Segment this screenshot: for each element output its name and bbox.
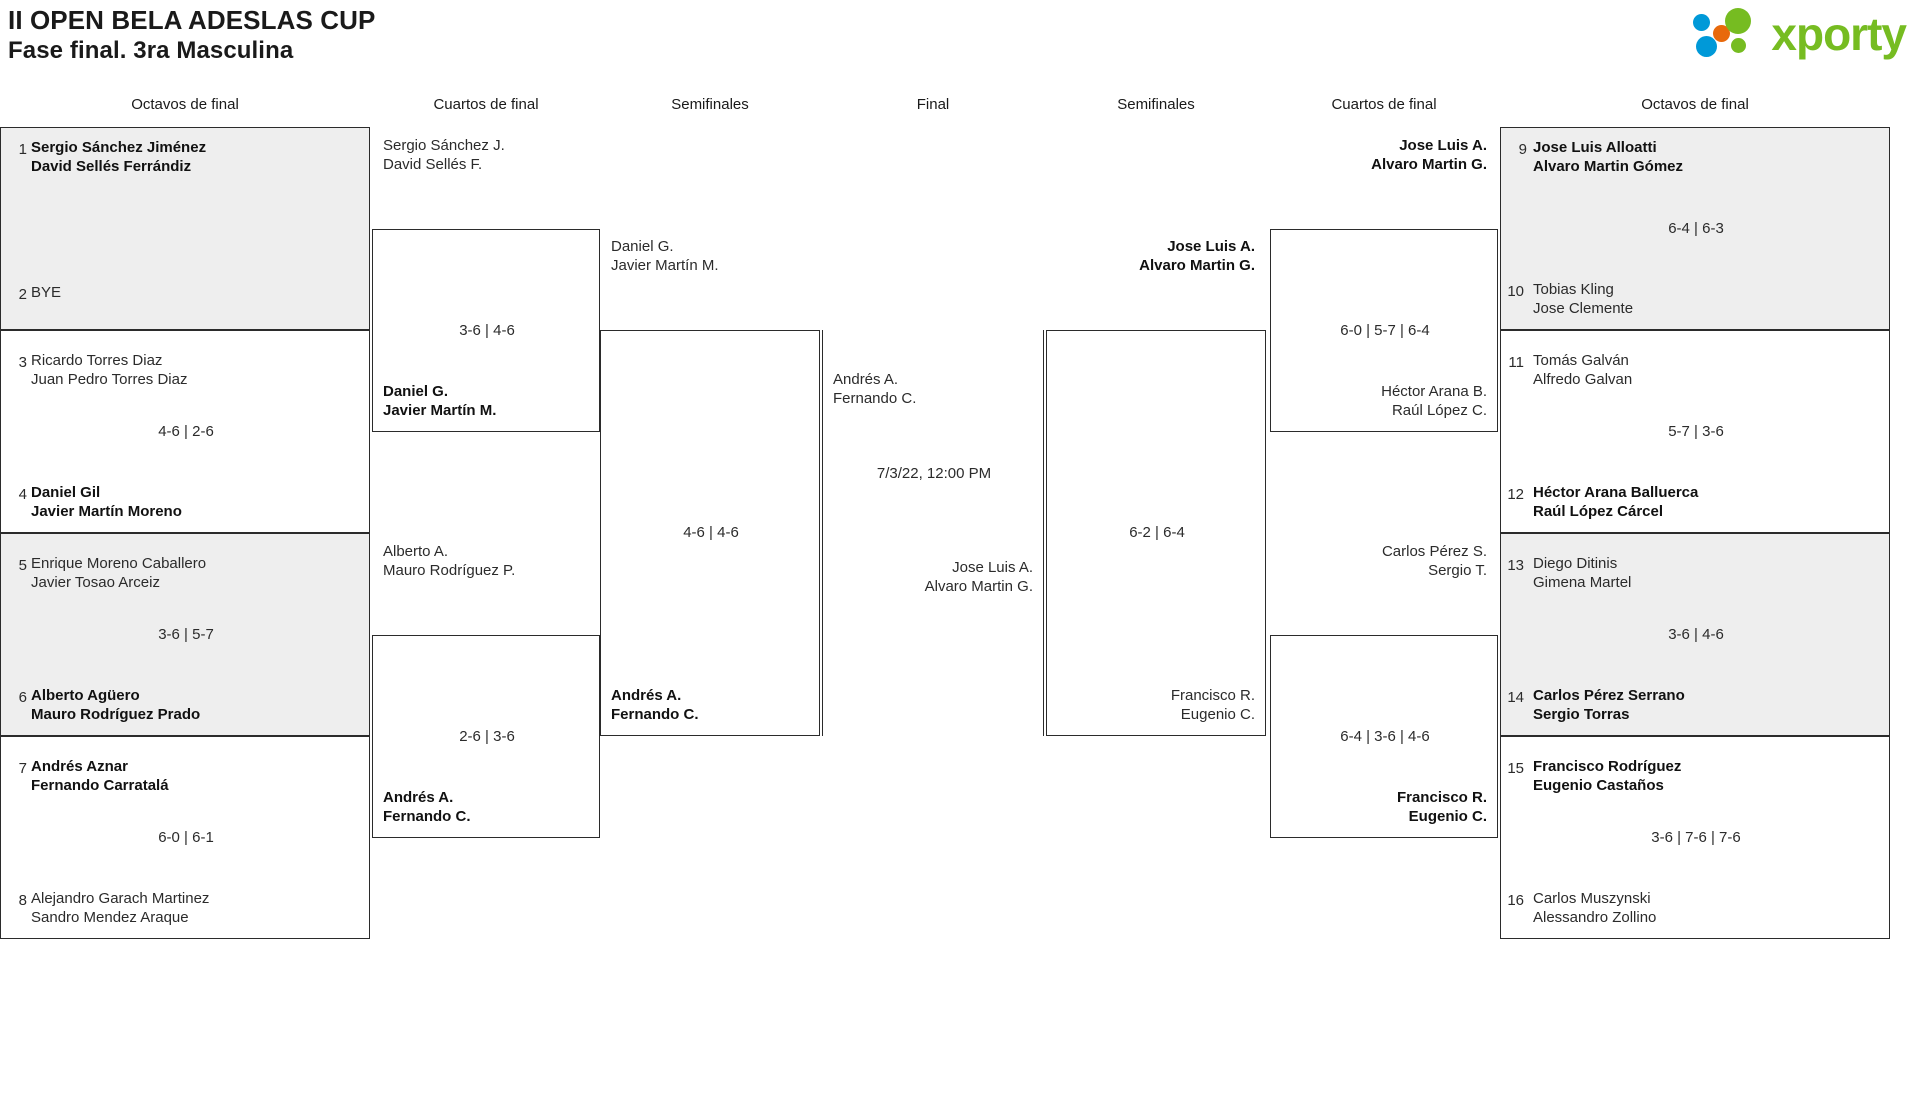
team-name: Daniel G.Javier Martín M. <box>611 238 719 274</box>
logo-dots-icon <box>1693 8 1767 60</box>
round-header-final: Final <box>916 96 950 113</box>
seed-number: 8 <box>18 892 27 909</box>
match-score: 6-0 | 5-7 | 6-4 <box>1340 322 1430 339</box>
logo-wordmark: xporty <box>1771 8 1907 60</box>
round-header-octavos-right: Octavos de final <box>1641 96 1749 113</box>
seed-number: 15 <box>1507 760 1524 777</box>
round-header-cuartos-right: Cuartos de final <box>1331 96 1437 113</box>
team-name: Carlos Pérez S.Sergio T. <box>1381 543 1487 579</box>
team-name: Jose Luis A.Alvaro Martin G. <box>1139 238 1255 274</box>
round-header-semis-left: Semifinales <box>671 96 749 113</box>
team-name: Daniel G.Javier Martín M. <box>383 383 497 419</box>
match-score: 3-6 | 4-6 <box>1668 626 1724 643</box>
seed-number: 1 <box>18 141 27 158</box>
seed-number: 4 <box>18 486 27 503</box>
match-box-cuartos-right-1[interactable]: Jose Luis A.Alvaro Martin G. 6-0 | 5-7 |… <box>1270 137 1498 432</box>
page-title: II OPEN BELA ADESLAS CUP Fase final. 3ra… <box>8 4 375 66</box>
match-score: 4-6 | 4-6 <box>683 524 739 541</box>
seed-number: 6 <box>18 689 27 706</box>
seed-number: 5 <box>18 557 27 574</box>
seed-number: 12 <box>1507 486 1524 503</box>
seed-number: 2 <box>18 286 27 303</box>
match-box-cuartos-right-2[interactable]: Carlos Pérez S.Sergio T. 6-4 | 3-6 | 4-6… <box>1270 543 1498 838</box>
team-name: Jose Luis A.Alvaro Martin G. <box>1371 137 1487 173</box>
match-score: 5-7 | 3-6 <box>1668 423 1724 440</box>
seed-number: 13 <box>1507 557 1524 574</box>
match-score: 2-6 | 3-6 <box>459 728 515 745</box>
match-score: 6-0 | 6-1 <box>158 829 214 846</box>
match-score: 4-6 | 2-6 <box>158 423 214 440</box>
team-name: Héctor Arana B.Raúl López C. <box>1381 383 1487 419</box>
round-header-octavos-left: Octavos de final <box>131 96 239 113</box>
team-name: Sergio Sánchez J.David Sellés F. <box>383 137 505 173</box>
final-schedule: 7/3/22, 12:00 PM <box>876 465 992 482</box>
team-name: Jose Luis A.Alvaro Martin G. <box>924 559 1033 595</box>
seed-number: 9 <box>1518 141 1527 158</box>
match-score: 3-6 | 7-6 | 7-6 <box>1651 829 1741 846</box>
match-score: 3-6 | 5-7 <box>158 626 214 643</box>
match-score: 6-4 | 6-3 <box>1668 220 1724 237</box>
team-name: Andrés A.Fernando C. <box>383 789 471 825</box>
match-box-cuartos-left-1[interactable]: Sergio Sánchez J.David Sellés F. 3-6 | 4… <box>372 137 600 432</box>
team-name: Alberto A.Mauro Rodríguez P. <box>383 543 516 579</box>
team-name: Andrés A.Fernando C. <box>611 687 699 723</box>
team-name: Andrés A.Fernando C. <box>833 371 917 407</box>
tournament-name: II OPEN BELA ADESLAS CUP <box>8 5 376 35</box>
match-score: 3-6 | 4-6 <box>459 322 515 339</box>
seed-number: 16 <box>1507 892 1524 909</box>
match-box-semifinal-right[interactable]: Jose Luis A.Alvaro Martin G. 6-2 | 6-4 F… <box>1046 238 1266 736</box>
seed-number: 11 <box>1508 354 1524 371</box>
match-score: 6-4 | 3-6 | 4-6 <box>1340 728 1430 745</box>
match-score: 6-2 | 6-4 <box>1129 524 1185 541</box>
match-box-semifinal-left[interactable]: Daniel G.Javier Martín M. 4-6 | 4-6 Andr… <box>600 238 820 736</box>
seed-number: 10 <box>1507 283 1524 300</box>
round-header-semis-right: Semifinales <box>1117 96 1195 113</box>
seed-number: 3 <box>18 354 27 371</box>
tournament-phase: Fase final. 3ra Masculina <box>8 37 294 64</box>
team-name: Francisco R.Eugenio C. <box>1170 687 1255 723</box>
seed-number: 14 <box>1507 689 1524 706</box>
team-name: BYE <box>31 284 62 301</box>
seed-number: 7 <box>18 760 27 777</box>
round-header-cuartos-left: Cuartos de final <box>433 96 539 113</box>
match-box-final[interactable]: Andrés A.Fernando C. 7/3/22, 12:00 PM Jo… <box>822 330 1044 736</box>
team-name: Francisco R.Eugenio C. <box>1396 789 1487 825</box>
xporty-logo[interactable]: xporty <box>1693 6 1907 62</box>
match-box-cuartos-left-2[interactable]: Alberto A.Mauro Rodríguez P. 2-6 | 3-6 A… <box>372 543 600 838</box>
